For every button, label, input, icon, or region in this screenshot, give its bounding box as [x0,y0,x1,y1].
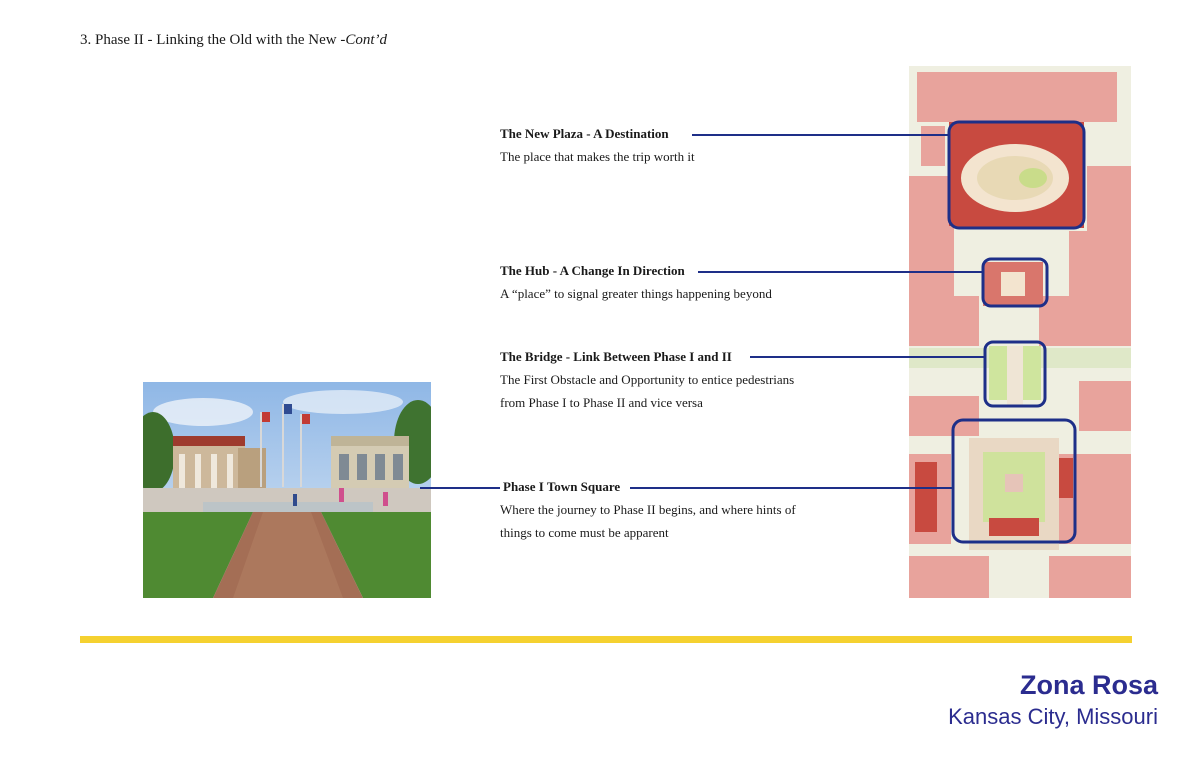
connector-line [698,271,983,273]
site-plan [909,66,1131,598]
connector-line [750,356,985,358]
callout-text: from Phase I to Phase II and vice versa [500,395,703,410]
callout-text: A “place” to signal greater things happe… [500,286,772,301]
connector-line [630,487,953,489]
callout-hub: The Hub - A Change In Direction A “place… [500,259,772,305]
callout-heading: Phase I Town Square [503,479,621,494]
project-location: Kansas City, Missouri [948,704,1158,729]
connector-line [420,487,500,489]
town-square-photo [143,382,431,598]
callout-heading: The Hub - A Change In Direction [500,263,685,278]
page-title-main: 3. Phase II - Linking the Old with the N… [80,32,346,48]
callout-text: The place that makes the trip worth it [500,149,695,164]
callout-heading: The New Plaza - A Destination [500,126,669,141]
callout-text: Where the journey to Phase II begins, an… [500,502,796,517]
callout-text: The First Obstacle and Opportunity to en… [500,372,795,387]
callout-town-square: Phase I Town Square Where the journey to… [500,475,796,544]
callout-bridge: The Bridge - Link Between Phase I and II… [500,345,794,414]
accent-divider [80,636,1132,643]
page-title: 3. Phase II - Linking the Old with the N… [80,32,387,49]
brand-block: Zona Rosa Kansas City, Missouri [948,668,1158,732]
callout-heading: The Bridge - Link Between Phase I and II [500,349,732,364]
connector-line [692,134,949,136]
callout-text: things to come must be apparent [500,525,669,540]
callout-new-plaza: The New Plaza - A Destination The place … [500,122,695,168]
page-title-italic: Cont’d [345,32,388,48]
project-name: Zona Rosa [1019,670,1158,700]
